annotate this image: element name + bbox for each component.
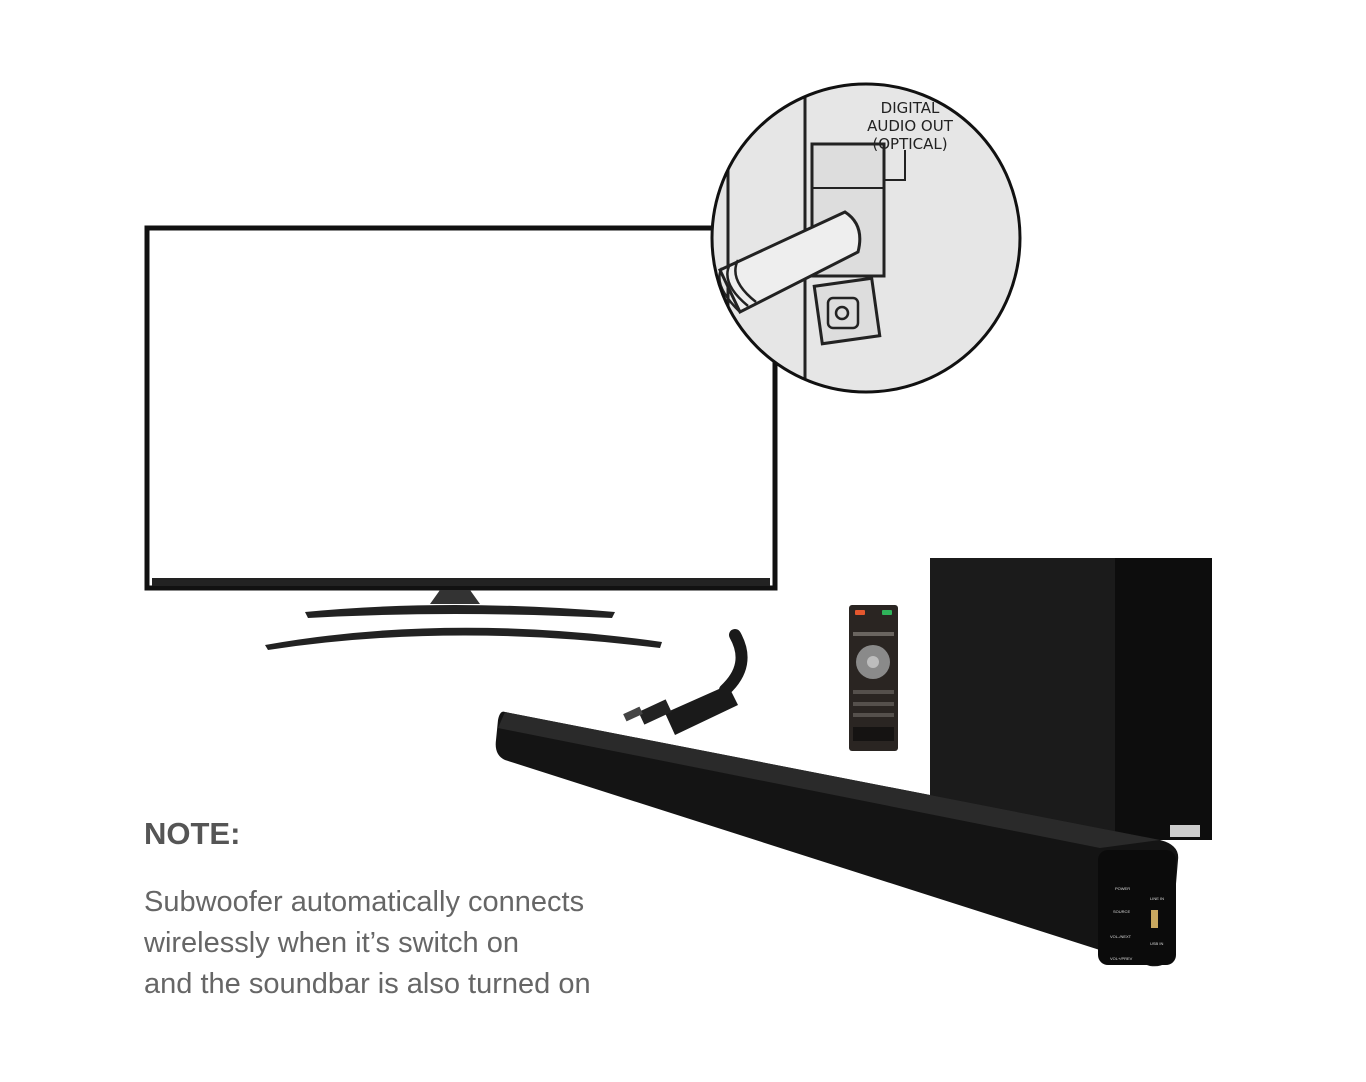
optical-cable xyxy=(623,629,748,735)
soundbar: POWER SOURCE VOL-/NEXT VOL+/PREV LINE IN… xyxy=(495,711,1179,967)
subwoofer xyxy=(930,558,1212,840)
note-line: Subwoofer automatically connects xyxy=(144,886,585,918)
panel-button-power: POWER xyxy=(1115,886,1130,891)
note-title: NOTE: xyxy=(144,816,241,851)
callout-line-3: (OPTICAL) xyxy=(872,135,947,153)
remote-control xyxy=(849,605,898,751)
panel-button-source: SOURCE xyxy=(1113,909,1130,914)
panel-button-vol-next: VOL-/NEXT xyxy=(1110,934,1132,939)
callout-line-1: DIGITAL xyxy=(881,99,940,117)
note-body: Subwoofer automatically connects wireles… xyxy=(144,882,591,1005)
panel-port-usb-in: USB IN xyxy=(1150,941,1163,946)
callout-line-2: AUDIO OUT xyxy=(867,117,954,135)
note-line: and the soundbar is also turned on xyxy=(144,968,591,1000)
note-line: wirelessly when it’s switch on xyxy=(144,927,519,959)
panel-button-vol-prev: VOL+/PREV xyxy=(1110,956,1133,961)
tv-illustration xyxy=(144,225,778,650)
panel-port-line-in: LINE IN xyxy=(1150,896,1164,901)
